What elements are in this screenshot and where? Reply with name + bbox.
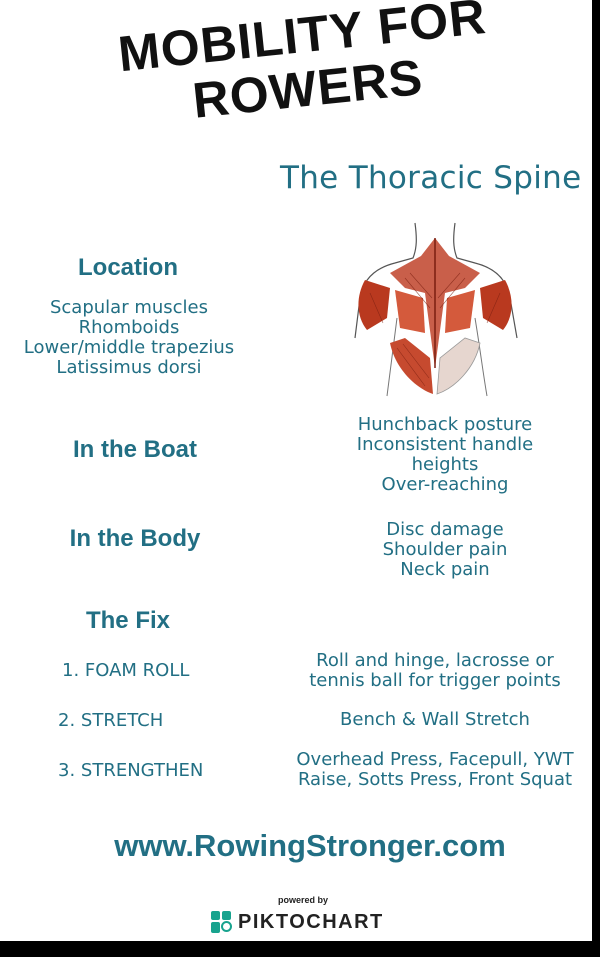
infographic-card: MOBILITY FOR ROWERS The Thoracic Spine L… [0, 0, 592, 941]
brand-name: PIKTOCHART [238, 910, 384, 933]
location-heading: Location [78, 254, 178, 281]
subtitle: The Thoracic Spine [280, 160, 582, 196]
list-item: Shoulder pain [382, 539, 508, 560]
body-heading: In the Body [69, 525, 201, 552]
fix-step-label: 1. FOAM ROLL [62, 660, 190, 681]
list-item: Rhomboids [78, 317, 180, 338]
powered-by-label: powered by [277, 895, 328, 905]
location-list: Scapular muscles Rhomboids Lower/middle … [0, 298, 258, 378]
list-item: tennis ball for trigger points [309, 670, 561, 691]
body-list: Disc damage Shoulder pain Neck pain [330, 520, 560, 580]
fix-heading: The Fix [85, 607, 170, 634]
list-item: Hunchback posture [357, 414, 533, 435]
fix-step-detail: Roll and hinge, lacrosse or tennis ball … [285, 651, 585, 691]
list-item: Neck pain [400, 559, 490, 580]
list-item: Scapular muscles [49, 297, 208, 318]
list-item: Bench & Wall Stretch [340, 709, 530, 730]
website-link[interactable]: www.RowingStronger.com [114, 828, 506, 863]
fix-step-label: 3. STRENGTHEN [58, 760, 204, 781]
page-title: MOBILITY FOR ROWERS [66, 0, 545, 140]
list-item: Roll and hinge, lacrosse or [316, 650, 554, 671]
boat-heading: In the Boat [73, 436, 197, 463]
list-item: Inconsistent handle [356, 434, 534, 455]
piktochart-brand[interactable]: PIKTOCHART [210, 910, 384, 934]
fix-step-detail: Bench & Wall Stretch [285, 710, 585, 730]
fix-step-detail: Overhead Press, Facepull, YWT Raise, Sot… [276, 750, 592, 790]
back-muscles-illustration-icon [354, 222, 518, 397]
list-item: Latissimus dorsi [56, 357, 202, 378]
piktochart-logo-icon [211, 911, 232, 933]
list-item: Raise, Sotts Press, Front Squat [297, 769, 573, 790]
boat-list: Hunchback posture Inconsistent handle he… [330, 415, 560, 495]
list-item: heights [411, 454, 479, 475]
list-item: Overhead Press, Facepull, YWT [296, 749, 574, 770]
list-item: Disc damage [386, 519, 504, 540]
list-item: Lower/middle trapezius [23, 337, 235, 358]
list-item: Over-reaching [381, 474, 509, 495]
fix-step-label: 2. STRETCH [58, 710, 164, 731]
